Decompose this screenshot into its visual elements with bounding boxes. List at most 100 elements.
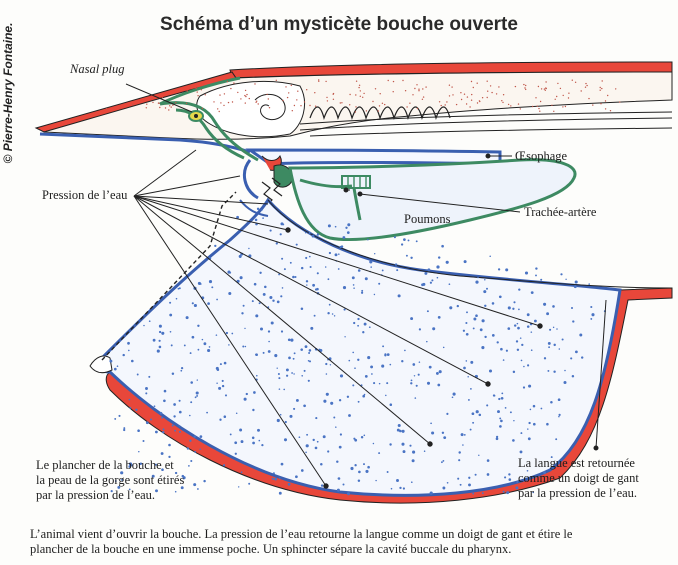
stipple-dot bbox=[313, 439, 315, 441]
stipple-dot bbox=[249, 98, 250, 99]
stipple-dot bbox=[456, 104, 457, 105]
stipple-dot bbox=[196, 395, 198, 397]
stipple-dot bbox=[365, 277, 368, 280]
stipple-dot bbox=[261, 444, 263, 446]
stipple-dot bbox=[197, 325, 199, 327]
stipple-dot bbox=[467, 96, 468, 97]
stipple-dot bbox=[458, 459, 460, 461]
stipple-dot bbox=[382, 103, 383, 104]
stipple-dot bbox=[412, 459, 415, 462]
stipple-dot bbox=[224, 362, 227, 365]
stipple-dot bbox=[179, 287, 181, 289]
stipple-dot bbox=[245, 346, 247, 348]
stipple-dot bbox=[533, 405, 536, 408]
stipple-dot bbox=[521, 344, 523, 346]
stipple-dot bbox=[558, 416, 560, 418]
note-right-line: La langue est retournée bbox=[518, 456, 639, 471]
stipple-dot bbox=[306, 284, 307, 285]
stipple-dot bbox=[294, 276, 296, 278]
stipple-dot bbox=[517, 327, 520, 330]
stipple-dot bbox=[310, 327, 313, 330]
stipple-dot bbox=[441, 461, 443, 463]
stipple-dot bbox=[442, 432, 444, 434]
stipple-dot bbox=[315, 447, 318, 450]
stipple-dot bbox=[169, 302, 171, 304]
stipple-dot bbox=[398, 424, 401, 427]
stipple-dot bbox=[552, 305, 555, 308]
stipple-dot bbox=[334, 315, 335, 316]
stipple-dot bbox=[382, 269, 384, 271]
stipple-dot bbox=[355, 94, 356, 95]
stipple-dot bbox=[436, 372, 439, 375]
stipple-dot bbox=[547, 370, 549, 372]
stipple-dot bbox=[506, 350, 508, 352]
stipple-dot bbox=[241, 440, 244, 443]
stipple-dot bbox=[278, 377, 280, 379]
stipple-dot bbox=[312, 235, 315, 238]
stipple-dot bbox=[515, 86, 516, 87]
stipple-dot bbox=[388, 80, 389, 81]
stipple-dot bbox=[137, 374, 139, 376]
stipple-dot bbox=[472, 493, 474, 495]
stipple-dot bbox=[385, 395, 387, 397]
stipple-dot bbox=[219, 419, 221, 421]
stipple-dot bbox=[295, 475, 298, 478]
note-left-line: Le plancher de la bouche et bbox=[36, 458, 184, 473]
stipple-dot bbox=[425, 86, 426, 87]
stipple-dot bbox=[347, 396, 349, 398]
stipple-dot bbox=[248, 483, 250, 485]
stipple-dot bbox=[463, 330, 465, 332]
label-trachee: Trachée-artère bbox=[524, 205, 596, 220]
stipple-dot bbox=[373, 443, 375, 445]
stipple-dot bbox=[549, 329, 551, 331]
stipple-dot bbox=[106, 108, 107, 109]
stipple-dot bbox=[225, 394, 227, 396]
stipple-dot bbox=[326, 373, 328, 375]
stipple-dot bbox=[169, 314, 172, 317]
stipple-dot bbox=[237, 92, 238, 93]
stipple-dot bbox=[314, 315, 316, 317]
stipple-dot bbox=[243, 305, 245, 307]
stipple-dot bbox=[284, 438, 287, 441]
stipple-dot bbox=[270, 230, 272, 232]
stipple-dot bbox=[544, 357, 546, 359]
stipple-dot bbox=[202, 339, 203, 340]
stipple-dot bbox=[152, 102, 153, 103]
stipple-dot bbox=[327, 312, 329, 314]
stipple-dot bbox=[309, 105, 310, 106]
stipple-dot bbox=[245, 90, 246, 91]
stipple-dot bbox=[473, 87, 474, 88]
stipple-dot bbox=[525, 85, 526, 86]
stipple-dot bbox=[489, 256, 491, 258]
stipple-dot bbox=[466, 103, 467, 104]
oesophagus bbox=[250, 150, 500, 164]
stipple-dot bbox=[379, 105, 380, 106]
stipple-dot bbox=[478, 455, 479, 456]
stipple-dot bbox=[363, 434, 365, 436]
stipple-dot bbox=[257, 429, 260, 432]
stipple-dot bbox=[326, 393, 329, 396]
stipple-dot bbox=[533, 423, 536, 426]
stipple-dot bbox=[260, 327, 263, 330]
stipple-dot bbox=[535, 267, 537, 269]
stipple-dot bbox=[181, 367, 183, 369]
stipple-dot bbox=[352, 352, 354, 354]
stipple-dot bbox=[194, 436, 196, 438]
stipple-dot bbox=[412, 363, 415, 366]
stipple-dot bbox=[168, 109, 169, 110]
stipple-dot bbox=[546, 312, 549, 315]
stipple-dot bbox=[356, 81, 357, 82]
stipple-dot bbox=[498, 86, 499, 87]
stipple-dot bbox=[384, 353, 386, 355]
stipple-dot bbox=[314, 92, 315, 93]
stipple-dot bbox=[364, 323, 367, 326]
stipple-dot bbox=[332, 313, 334, 315]
stipple-dot bbox=[513, 420, 514, 421]
stipple-dot bbox=[289, 415, 292, 418]
stipple-dot bbox=[510, 105, 511, 106]
stipple-dot bbox=[279, 477, 281, 479]
stipple-dot bbox=[492, 302, 495, 305]
stipple-dot bbox=[245, 96, 246, 97]
stipple-dot bbox=[429, 366, 432, 369]
stipple-dot bbox=[534, 320, 537, 323]
